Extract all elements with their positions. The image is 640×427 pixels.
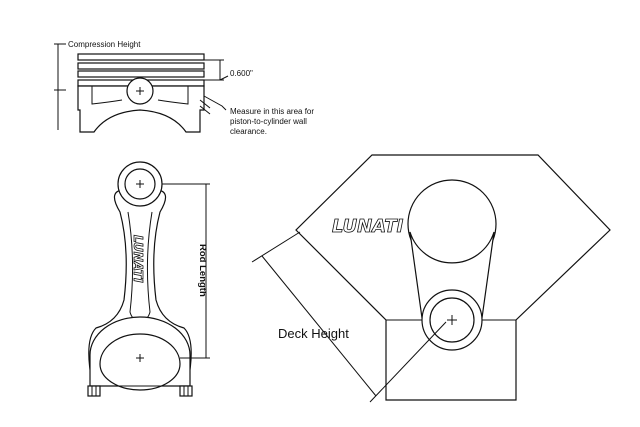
compression-height-label: Compression Height bbox=[68, 40, 141, 49]
measure-note-line1: Measure in this area for bbox=[230, 107, 314, 116]
measure-note-line2: piston-to-cylinder wall bbox=[230, 117, 307, 126]
engine-block-drawing: LUNATI Deck Height bbox=[251, 154, 611, 403]
engine-logo: LUNATI bbox=[332, 216, 404, 237]
measure-note-line3: clearance. bbox=[230, 127, 267, 136]
deck-height-label: Deck Height bbox=[278, 326, 349, 341]
piston-drawing: Compression Height 0.600" Measure in thi… bbox=[54, 40, 314, 136]
dimension-value-label: 0.600" bbox=[230, 69, 253, 78]
connecting-rod-drawing: LUNATI Rod Length bbox=[87, 161, 210, 397]
rod-length-label: Rod Length bbox=[197, 244, 208, 297]
rod-logo: LUNATI bbox=[131, 235, 145, 283]
